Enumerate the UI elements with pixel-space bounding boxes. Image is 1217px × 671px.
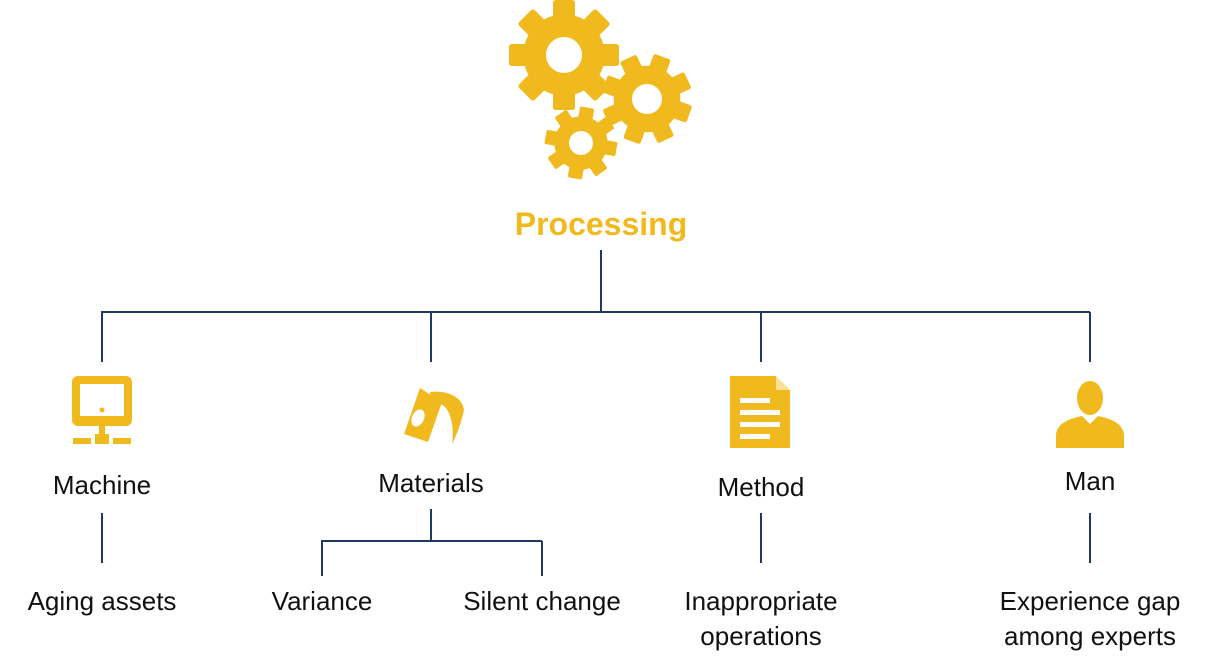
category-label-machine: Machine <box>52 470 152 500</box>
cause-inappropriate-operations: Inappropriate operations <box>684 586 838 651</box>
computer-network-icon <box>72 376 132 444</box>
pouring-jug-icon <box>404 388 464 444</box>
cause-aging-assets: Aging assets <box>27 586 177 616</box>
root-label: Processing <box>514 206 688 242</box>
category-label-method: Method <box>717 472 805 502</box>
category-label-man: Man <box>1064 466 1116 496</box>
cause-experience-gap: Experience gap among experts <box>999 586 1181 651</box>
cause-silent-change: Silent change <box>463 586 621 616</box>
document-icon <box>730 376 790 448</box>
gears-icon <box>509 0 700 185</box>
person-icon <box>1056 381 1124 448</box>
category-label-materials: Materials <box>378 468 484 498</box>
cause-variance: Variance <box>271 586 373 616</box>
